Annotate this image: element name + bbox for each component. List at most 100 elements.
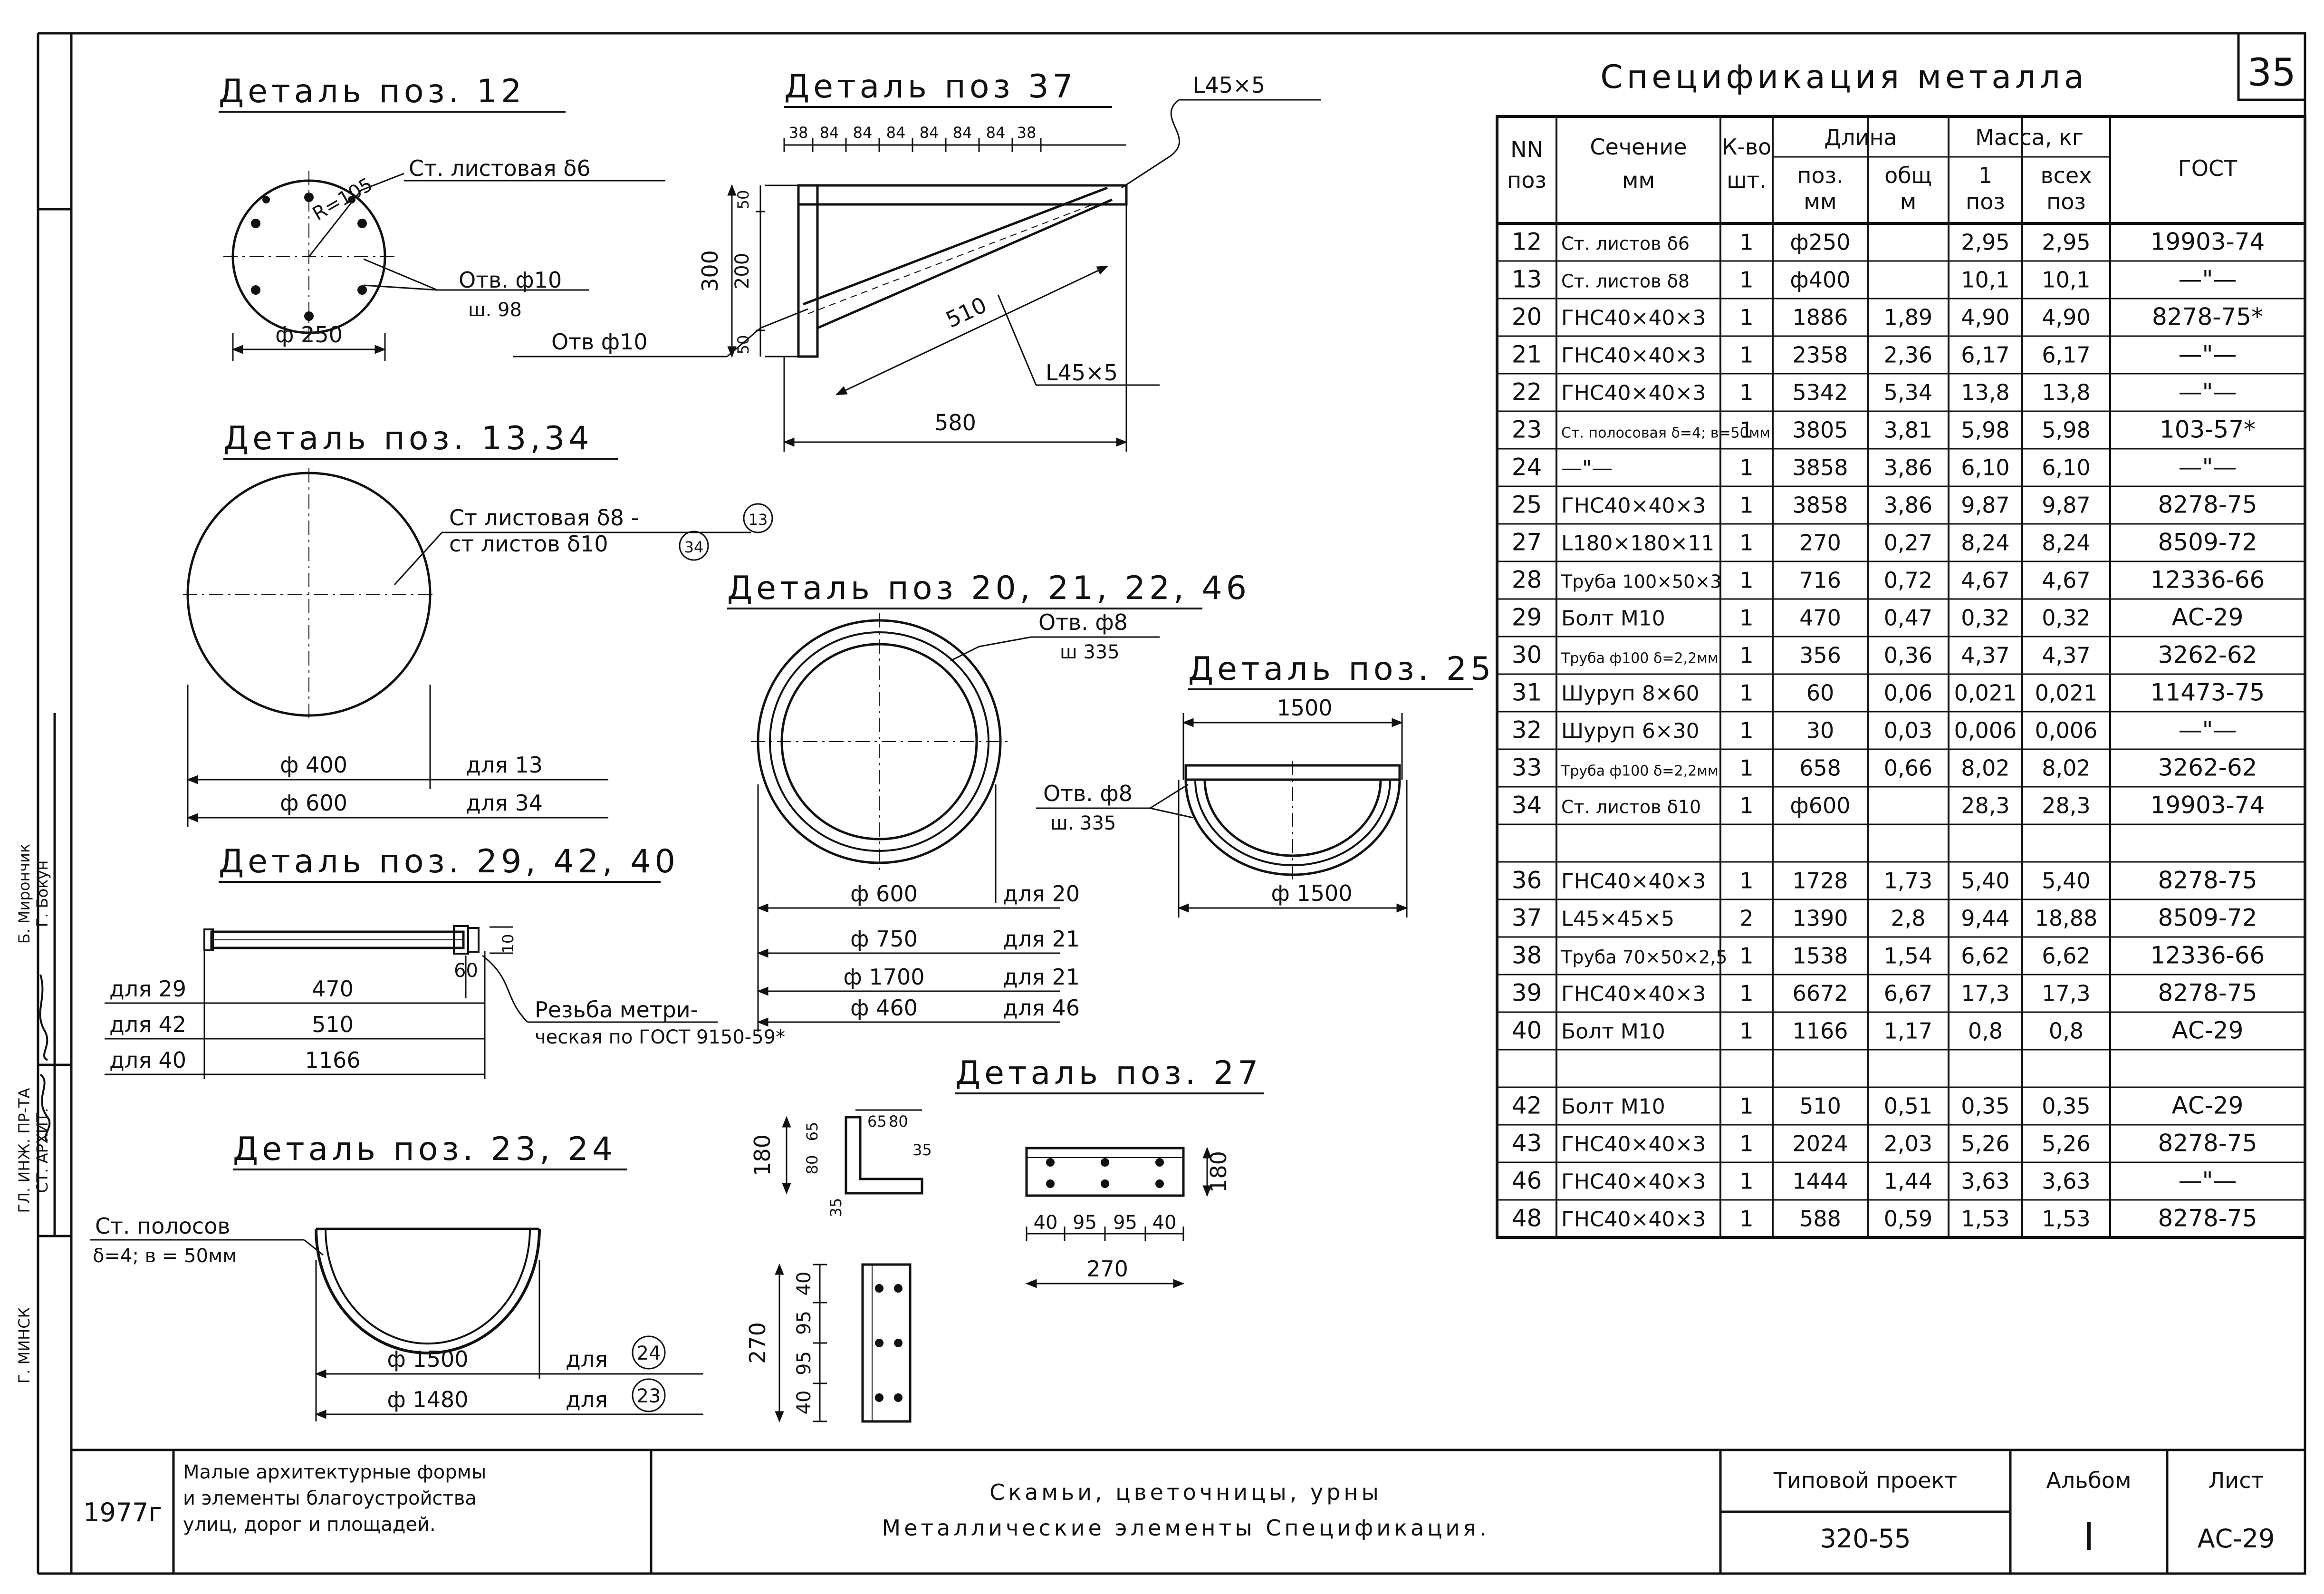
table-cell-qty: 1 [1739, 868, 1753, 894]
table-cell-section: ГНС40×40×3 [1561, 869, 1706, 894]
header-mass-one-2: поз [1966, 189, 2005, 214]
table-cell-section: —"— [1561, 456, 1613, 481]
table-cell-len-pos: 6672 [1792, 981, 1848, 1006]
table-cell-mass-all: 2,95 [2042, 230, 2090, 255]
table-cell-len-pos: 1390 [1792, 906, 1848, 931]
table-cell-len-total: 0,27 [1884, 530, 1932, 556]
table-cell-pos: 29 [1512, 604, 1542, 631]
dim-label: 84 [986, 124, 1006, 142]
svg-text:улиц, дорог и площадей.: улиц, дорог и площадей. [183, 1514, 436, 1536]
table-cell-pos: 32 [1512, 716, 1542, 744]
svg-text:ш 335: ш 335 [1060, 641, 1120, 663]
table-cell-mass-all: 13,8 [2042, 380, 2090, 406]
table-cell-len-total: 2,36 [1884, 342, 1932, 368]
dim-label: 84 [853, 124, 873, 142]
dim-for-label: для 40 [109, 1047, 186, 1073]
table-cell-gost: 8509-72 [2158, 529, 2257, 556]
svg-text:1977г: 1977г [83, 1497, 162, 1527]
table-cell-section: Труба ф100 δ=2,2мм [1561, 650, 1718, 667]
svg-text:для 34: для 34 [466, 790, 543, 816]
header-mass-all: всех [2041, 163, 2092, 188]
svg-text:Типовой проект: Типовой проект [1773, 1468, 1957, 1493]
svg-text:для 13: для 13 [466, 752, 543, 778]
svg-text:180: 180 [749, 1134, 775, 1176]
svg-text:Б. Мирончик: Б. Мирончик [15, 844, 33, 944]
detail-13-34: Деталь поз. 13,34 Ст листовая δ8 - 13 ст… [183, 420, 773, 827]
dim-label: 84 [820, 124, 839, 142]
table-cell-len-pos: 1886 [1792, 305, 1848, 330]
svg-text:60: 60 [454, 960, 478, 982]
table-cell-mass-one: 0,006 [1954, 718, 2017, 744]
table-cell-mass-one: 0,8 [1968, 1018, 2003, 1044]
header-pos-2: поз [1507, 167, 1546, 193]
svg-text:ф 1480: ф 1480 [387, 1387, 468, 1412]
dim-label: 95 [793, 1311, 815, 1335]
table-cell-mass-all: 1,53 [2042, 1206, 2090, 1232]
table-cell-len-pos: 60 [1806, 680, 1834, 706]
table-cell-len-pos: 3805 [1792, 417, 1848, 443]
svg-text:300: 300 [697, 250, 723, 292]
detail-23-24: Деталь поз. 23, 24 Ст. полосов δ=4; в = … [90, 1130, 703, 1421]
dim-label: 510 [312, 1012, 354, 1037]
table-cell-mass-all: 6,62 [2042, 943, 2090, 969]
svg-text:ш. 98: ш. 98 [468, 299, 522, 321]
dim-label: 84 [920, 124, 939, 142]
svg-text:и элементы благоустройства: и элементы благоустройства [183, 1488, 477, 1509]
table-cell-len-pos: ф600 [1790, 793, 1850, 819]
svg-text:65: 65 [803, 1122, 821, 1141]
table-cell-len-total: 3,86 [1884, 493, 1932, 518]
detail-20-21-22-46: Деталь поз 20, 21, 22, 46 Отв. ф8 ш 335 … [727, 570, 1250, 1032]
svg-text:80: 80 [889, 1112, 908, 1130]
table-cell-pos: 31 [1512, 679, 1542, 706]
detail-25: Деталь поз. 25 1500 Отв. ф8 ш. 335 ф 150… [1036, 650, 1491, 918]
svg-text:35: 35 [827, 1198, 845, 1217]
svg-text:Деталь поз. 27: Деталь поз. 27 [955, 1054, 1262, 1092]
table-cell-qty: 1 [1739, 267, 1753, 293]
table-cell-pos: 48 [1512, 1205, 1542, 1232]
svg-text:Лист: Лист [2209, 1468, 2264, 1493]
table-cell-mass-one: 17,3 [1961, 981, 2009, 1006]
table-cell-section: Болт М10 [1561, 1020, 1665, 1044]
table-cell-pos: 23 [1512, 416, 1542, 444]
svg-text:50: 50 [734, 190, 752, 210]
table-cell-gost: —"— [2179, 341, 2237, 368]
svg-text:Деталь поз 20, 21, 22, 46: Деталь поз 20, 21, 22, 46 [727, 570, 1250, 607]
svg-text:ческая по ГОСТ 9150-59*: ческая по ГОСТ 9150-59* [535, 1026, 785, 1048]
table-cell-len-total: 0,66 [1884, 755, 1932, 781]
table-cell-len-total: 0,06 [1884, 680, 1932, 706]
table-cell-mass-one: 1,53 [1961, 1206, 2009, 1232]
svg-text:ф 600: ф 600 [280, 790, 347, 816]
table-cell-mass-one: 5,26 [1961, 1131, 2009, 1157]
table-cell-pos: 43 [1512, 1130, 1542, 1157]
dim-label: 38 [1017, 124, 1037, 142]
table-cell-section: Болт М10 [1561, 1095, 1665, 1119]
table-cell-gost: АС-29 [2172, 1017, 2244, 1044]
table-cell-mass-all: 8,24 [2042, 530, 2090, 556]
table-cell-len-total: 6,67 [1884, 981, 1932, 1006]
table-cell-len-pos: 3858 [1792, 455, 1848, 481]
table-cell-mass-one: 0,021 [1954, 680, 2017, 706]
table-cell-qty: 1 [1739, 1093, 1753, 1119]
svg-text:Ст. листовая δ6: Ст. листовая δ6 [409, 155, 591, 181]
table-cell-section: Ст. листов δ8 [1561, 271, 1690, 292]
table-cell-gost: —"— [2179, 266, 2237, 293]
svg-text:Отв ф10: Отв ф10 [551, 329, 648, 355]
table-cell-mass-one: 28,3 [1961, 793, 2009, 819]
dim-label: 84 [886, 124, 906, 142]
table-cell-section: ГНС40×40×3 [1561, 1132, 1706, 1157]
svg-text:1500: 1500 [1277, 695, 1332, 721]
table-cell-mass-all: 5,98 [2042, 417, 2090, 443]
table-cell-mass-one: 5,40 [1961, 868, 2009, 894]
